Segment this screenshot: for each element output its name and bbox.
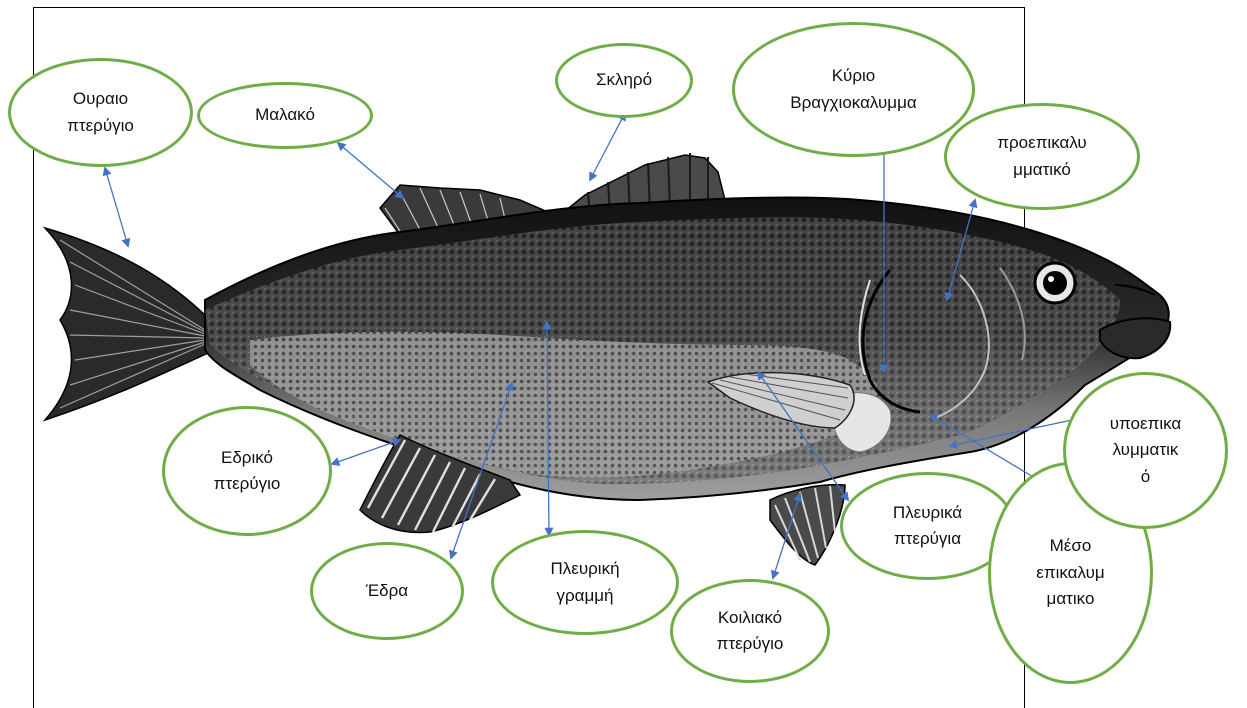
- label-pleuriki-grammi: Πλευρική γραμμή: [491, 530, 679, 635]
- label-ypoepikalymmatiko: υποεπικα λυμματικ ό: [1063, 372, 1228, 529]
- label-koiliako: Κοιλιακό πτερύγιο: [670, 579, 830, 683]
- arrow-malako: [338, 143, 403, 198]
- label-proepikalymmatiko: προεπικαλυ μματικό: [944, 103, 1140, 210]
- fish-mouth: [1100, 318, 1170, 358]
- label-malako: Μαλακό: [197, 82, 373, 149]
- label-edriko: Εδρικό πτερύγιο: [162, 406, 332, 536]
- label-kyrio: Κύριο Βραγχιοκαλυμμα: [732, 22, 975, 157]
- label-ouraio: Ουραιο πτερύγιο: [8, 58, 193, 167]
- arrow-sklero: [590, 113, 625, 180]
- arrow-ouraio: [105, 168, 128, 246]
- label-edra: Έδρα: [310, 542, 464, 640]
- label-sklero: Σκληρό: [555, 43, 693, 118]
